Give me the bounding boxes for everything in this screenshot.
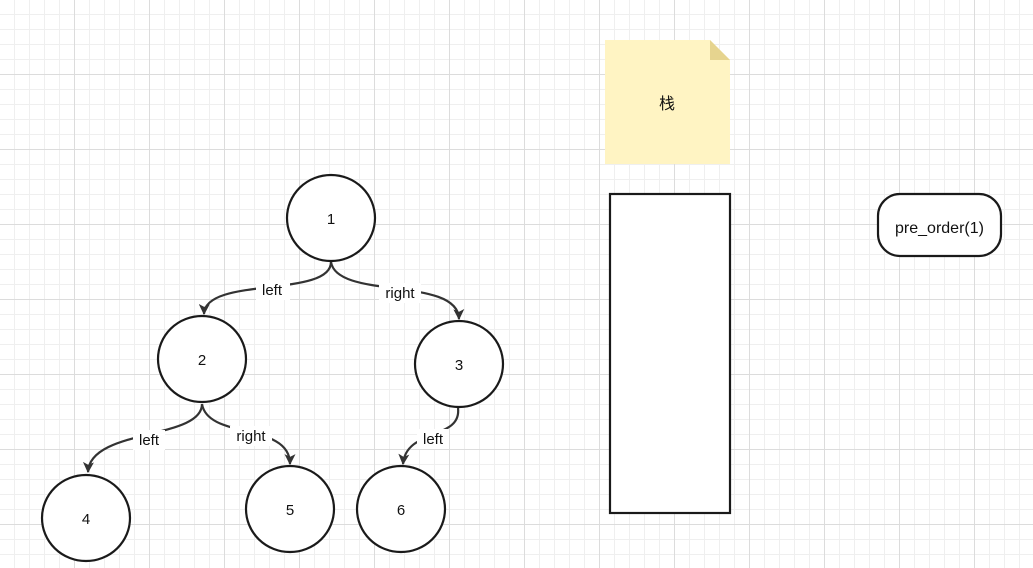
- tree-node-2[interactable]: 2: [156, 314, 248, 404]
- tree-edges: left right left right left: [82, 261, 465, 474]
- edge-2-4[interactable]: left: [82, 403, 204, 474]
- tree-node-6[interactable]: 6: [355, 464, 447, 554]
- sticky-note[interactable]: 栈: [605, 40, 730, 164]
- tree-node-4-circle: [40, 473, 132, 563]
- stack-box: [608, 192, 732, 515]
- edge-1-3[interactable]: right: [329, 261, 465, 321]
- edge-2-5-label-bg: [230, 426, 272, 446]
- tree-node-6-circle: [355, 464, 447, 554]
- stack-container[interactable]: [608, 192, 732, 515]
- tree-node-5-circle: [244, 464, 336, 554]
- tree-node-4-label: 4: [82, 511, 90, 528]
- tree-node-4[interactable]: 4: [40, 473, 132, 563]
- edge-3-6[interactable]: left: [398, 407, 460, 466]
- tree-node-3[interactable]: 3: [413, 319, 505, 409]
- tree-node-5-label: 5: [286, 502, 294, 519]
- edge-2-4-label-bg: [133, 430, 165, 450]
- edge-1-3-label: right: [385, 285, 415, 302]
- call-box-shape: [876, 192, 1003, 258]
- edge-1-2[interactable]: left: [198, 261, 333, 316]
- edge-2-5[interactable]: right: [200, 403, 296, 466]
- call-box[interactable]: pre_order(1): [876, 192, 1003, 258]
- tree-node-2-circle: [156, 314, 248, 404]
- call-box-label: pre_order(1): [895, 220, 984, 237]
- edge-1-2-label: left: [262, 282, 283, 299]
- tree-node-1[interactable]: 1: [285, 173, 377, 263]
- sticky-note-body: [605, 40, 730, 164]
- tree-nodes: 1 2 3 4 5 6: [40, 173, 505, 563]
- sticky-note-label: 栈: [659, 95, 675, 113]
- edge-1-2-label-bg: [256, 280, 290, 300]
- edge-3-6-label: left: [423, 431, 444, 448]
- edge-2-5-label: right: [236, 428, 266, 445]
- edge-1-3-label-bg: [379, 283, 421, 303]
- sticky-note-fold: [710, 40, 730, 60]
- tree-node-6-label: 6: [397, 502, 405, 519]
- tree-node-5[interactable]: 5: [244, 464, 336, 554]
- tree-node-3-circle: [413, 319, 505, 409]
- edge-3-6-label-bg: [417, 429, 449, 449]
- tree-node-1-label: 1: [327, 211, 335, 228]
- edge-2-4-label: left: [139, 432, 160, 449]
- tree-node-1-circle: [285, 173, 377, 263]
- tree-node-2-label: 2: [198, 352, 206, 369]
- tree-node-3-label: 3: [455, 357, 463, 374]
